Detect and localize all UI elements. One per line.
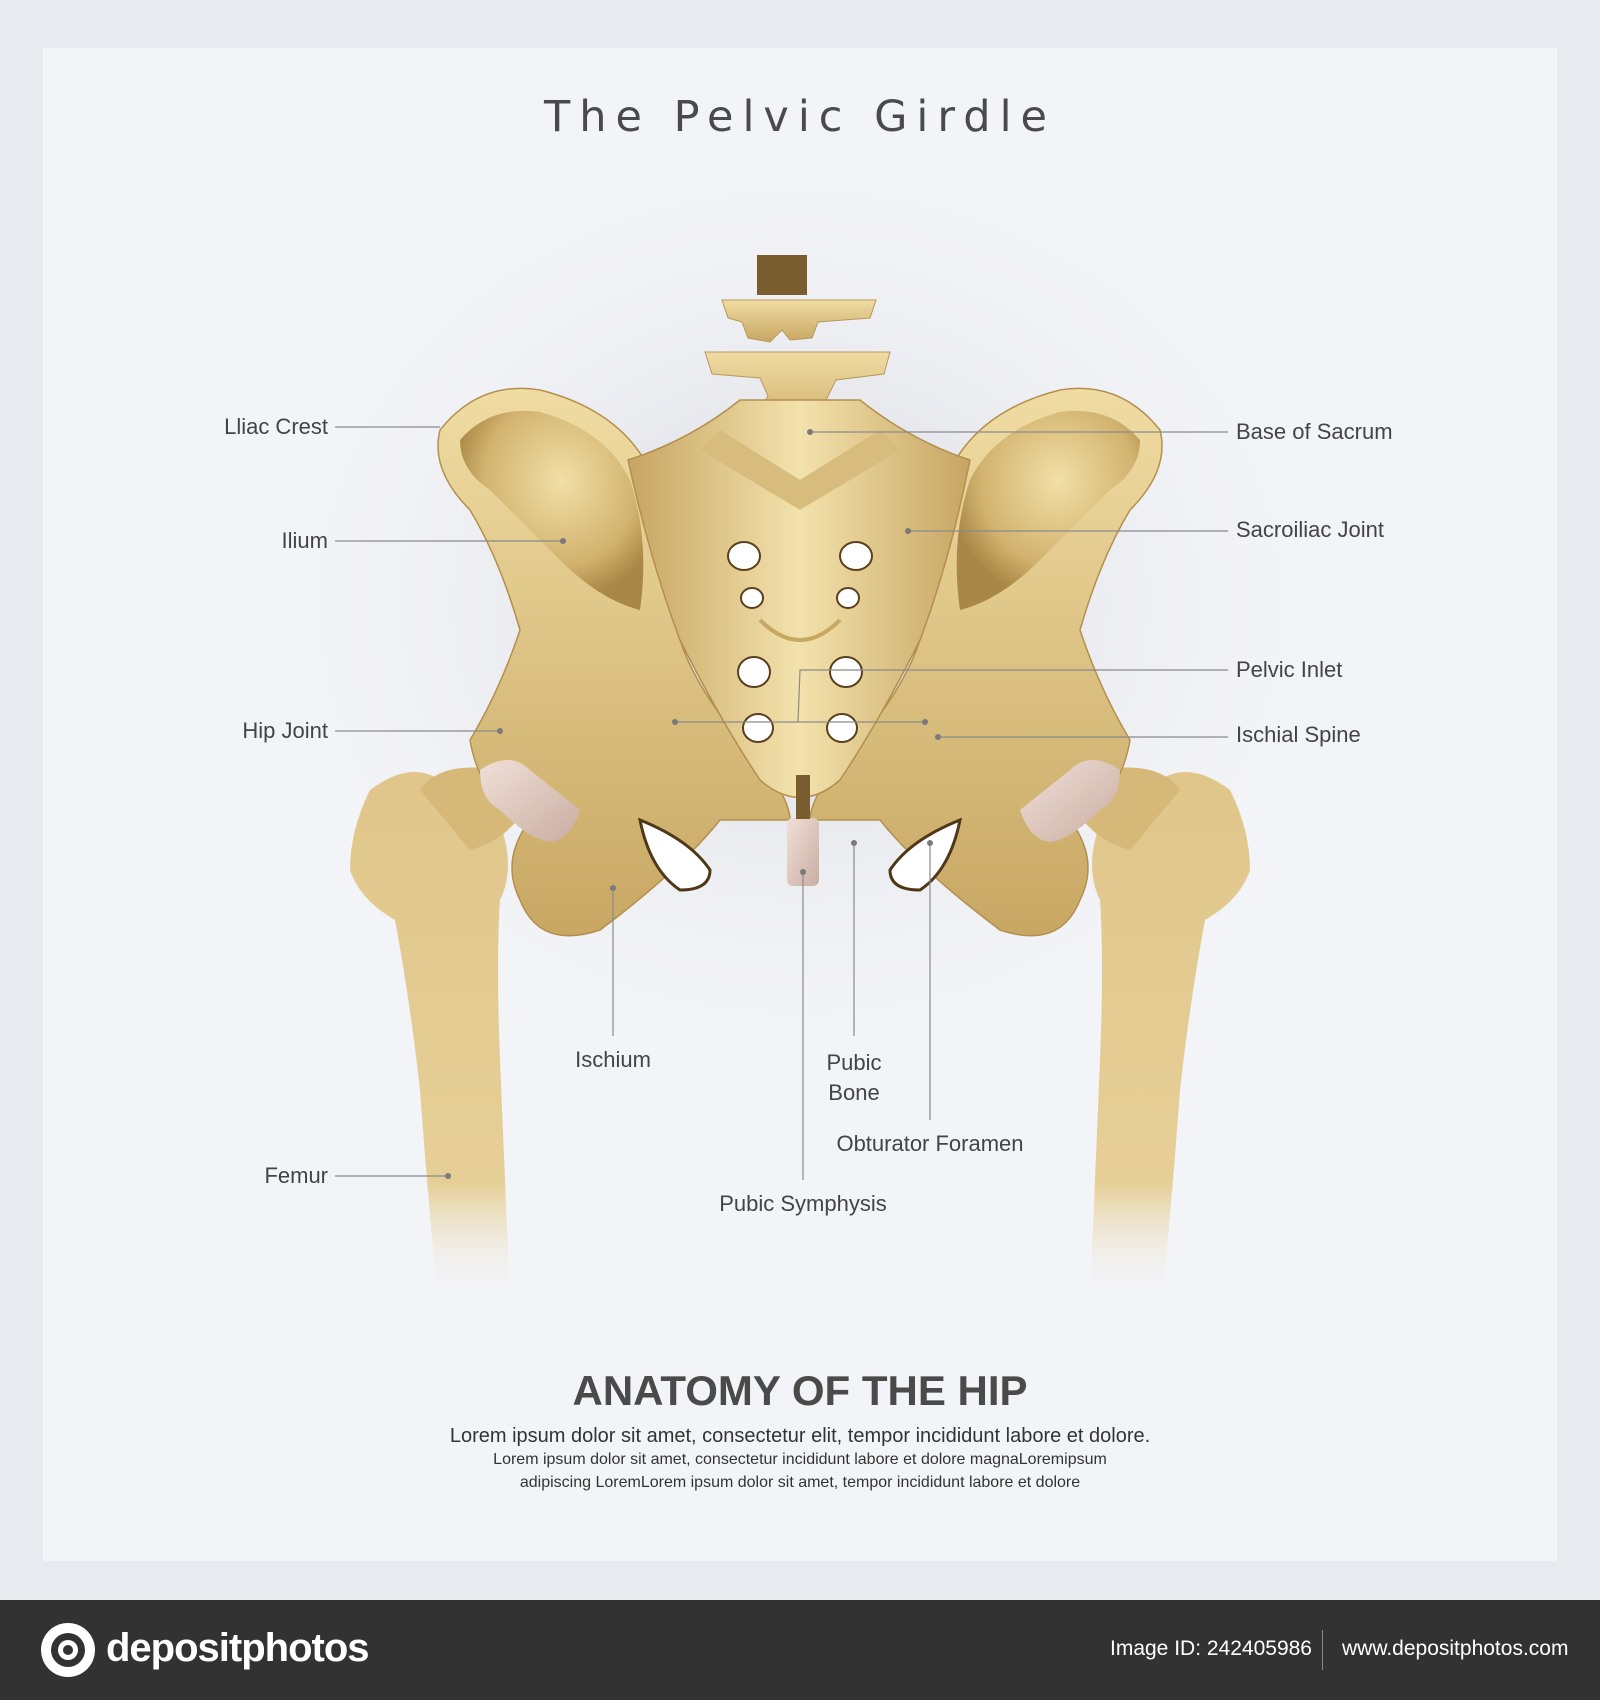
leader-dots bbox=[445, 429, 941, 1179]
footer-body-line-1: Lorem ipsum dolor sit amet, consectetur … bbox=[449, 1425, 1151, 1447]
label-femur: Femur bbox=[264, 1163, 328, 1188]
label-hip-joint: Hip Joint bbox=[242, 718, 328, 743]
label-sacroiliac-joint: Sacroiliac Joint bbox=[1236, 517, 1384, 542]
sacrum bbox=[627, 399, 971, 799]
label-pubic-bone: Pubic Bone bbox=[826, 1050, 882, 1105]
brand-divider bbox=[1322, 1630, 1323, 1670]
footer-body-line-3: adipiscing LoremLorem ipsum dolor sit am… bbox=[519, 1474, 1081, 1491]
leader-pelvic-inlet bbox=[797, 669, 1228, 723]
label-obturator-foramen: Obturator Foramen bbox=[836, 1131, 1024, 1156]
label-base-of-sacrum: Base of Sacrum bbox=[1236, 419, 1393, 444]
obturator-foramina bbox=[637, 817, 963, 892]
label-ischium: Ischium bbox=[575, 1047, 651, 1072]
diagram-title: The Pelvic Girdle bbox=[543, 92, 1057, 142]
label-ilium: Ilium bbox=[281, 528, 328, 553]
brand-name: depositphotos bbox=[106, 1626, 370, 1670]
cartilage bbox=[480, 760, 1120, 886]
footer-heading: ANATOMY OF THE HIP bbox=[572, 1367, 1028, 1414]
pubic-symphysis-disc bbox=[787, 818, 819, 886]
image-id: Image ID: 242405986 bbox=[1110, 1637, 1312, 1660]
leader-lines bbox=[335, 426, 1228, 1180]
label-pubic-symphysis: Pubic Symphysis bbox=[719, 1191, 887, 1216]
brand-bar: depositphotos Image ID: 242405986 www.de… bbox=[0, 1600, 1600, 1700]
label-ischial-spine: Ischial Spine bbox=[1236, 722, 1361, 747]
brand-url[interactable]: www.depositphotos.com bbox=[1342, 1637, 1569, 1660]
footer-body-line-2: Lorem ipsum dolor sit amet, consectetur … bbox=[493, 1451, 1107, 1468]
camera-logo-icon bbox=[41, 1623, 95, 1677]
label-pelvic-inlet: Pelvic Inlet bbox=[1236, 657, 1343, 682]
label-iliac-crest: Lliac Crest bbox=[224, 414, 328, 439]
